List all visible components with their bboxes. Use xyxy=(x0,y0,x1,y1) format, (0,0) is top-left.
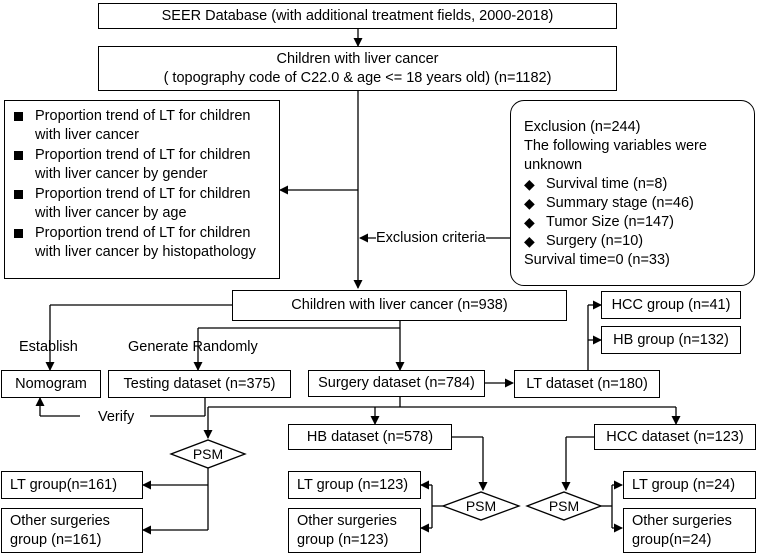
hcc-group-text: HCC group (n=41) xyxy=(611,296,731,313)
lt-group-123-box: LT group (n=123) xyxy=(288,471,421,499)
lt-group-161-text: LT group(n=161) xyxy=(10,476,118,493)
nomogram-text: Nomogram xyxy=(15,375,87,392)
exclusion-box: Exclusion (n=244) The following variable… xyxy=(510,100,755,286)
other-surgeries-161-text: Other surgeries group (n=161) xyxy=(10,512,110,548)
trend-analysis-box: Proportion trend of LT for children with… xyxy=(4,100,280,279)
nomogram-box: Nomogram xyxy=(1,370,101,398)
testing-dataset-text: Testing dataset (n=375) xyxy=(123,375,276,392)
exclusion-item: Survival time (n=8) xyxy=(524,175,746,194)
exclusion-title: Exclusion (n=244) xyxy=(524,119,641,135)
exclusion-list: Survival time (n=8) Summary stage (n=46)… xyxy=(524,175,746,251)
hb-group-box: HB group (n=132) xyxy=(601,326,741,354)
lt-group-24-box: LT group (n=24) xyxy=(623,471,756,499)
exclusion-item: Summary stage (n=46) xyxy=(524,194,746,213)
children-liver-cancer-title: Children with liver cancer xyxy=(276,50,439,67)
establish-label: Establish xyxy=(19,339,78,355)
exclusion-criteria-label: Exclusion criteria xyxy=(376,229,486,247)
generate-randomly-label: Generate Randomly xyxy=(128,339,258,355)
trend-item: Proportion trend of LT for children with… xyxy=(11,146,273,184)
surgery-dataset-text: Surgery dataset (n=784) xyxy=(318,375,475,391)
lt-group-161-box: LT group(n=161) xyxy=(1,471,143,499)
psm-diamond-left xyxy=(169,439,247,469)
hcc-group-box: HCC group (n=41) xyxy=(601,291,741,319)
seer-database-box: SEER Database (with additional treatment… xyxy=(98,3,617,29)
children-liver-cancer-box: Children with liver cancer ( topography … xyxy=(98,46,617,91)
trend-list: Proportion trend of LT for children with… xyxy=(11,107,273,262)
surgery-dataset-box: Surgery dataset (n=784) xyxy=(308,370,485,397)
lt-dataset-text: LT dataset (n=180) xyxy=(526,375,648,392)
seer-database-text: SEER Database (with additional treatment… xyxy=(161,7,554,24)
psm-label-hcc: PSM xyxy=(548,498,580,514)
psm-label-hb: PSM xyxy=(465,498,497,514)
hb-group-text: HB group (n=132) xyxy=(613,331,729,348)
other-surgeries-24-box: Other surgeries group(n=24) xyxy=(623,508,756,553)
lt-group-123-text: LT group (n=123) xyxy=(297,476,409,493)
psm-label-left: PSM xyxy=(192,446,224,462)
hcc-dataset-box: HCC dataset (n=123) xyxy=(594,424,756,450)
other-surgeries-123-box: Other surgeries group (n=123) xyxy=(288,508,421,553)
exclusion-item: Tumor Size (n=147) xyxy=(524,213,746,232)
hb-dataset-text: HB dataset (n=578) xyxy=(306,428,434,445)
exclusion-item: Surgery (n=10) xyxy=(524,232,746,251)
psm-diamond-hb xyxy=(441,491,521,521)
lt-group-24-text: LT group (n=24) xyxy=(632,476,736,493)
testing-dataset-box: Testing dataset (n=375) xyxy=(108,370,291,398)
hb-dataset-box: HB dataset (n=578) xyxy=(288,424,452,450)
other-surgeries-123-text: Other surgeries group (n=123) xyxy=(297,512,397,548)
children-938-box: Children with liver cancer (n=938) xyxy=(232,290,567,321)
psm-diamond-hcc xyxy=(525,491,603,521)
exclusion-subtitle: The following variables were unknown xyxy=(524,138,707,173)
hcc-dataset-text: HCC dataset (n=123) xyxy=(606,428,744,445)
exclusion-footer: Survival time=0 (n=33) xyxy=(524,252,670,268)
children-938-text: Children with liver cancer (n=938) xyxy=(291,297,508,313)
trend-item: Proportion trend of LT for children with… xyxy=(11,185,273,223)
lt-dataset-box: LT dataset (n=180) xyxy=(514,370,660,398)
children-liver-cancer-criteria: ( topography code of C22.0 & age <= 18 y… xyxy=(163,69,552,86)
other-surgeries-24-text: Other surgeries group(n=24) xyxy=(632,512,732,548)
verify-label: Verify xyxy=(96,408,137,426)
trend-item: Proportion trend of LT for children with… xyxy=(11,107,273,145)
other-surgeries-161-box: Other surgeries group (n=161) xyxy=(1,508,143,553)
trend-item: Proportion trend of LT for children with… xyxy=(11,224,273,262)
